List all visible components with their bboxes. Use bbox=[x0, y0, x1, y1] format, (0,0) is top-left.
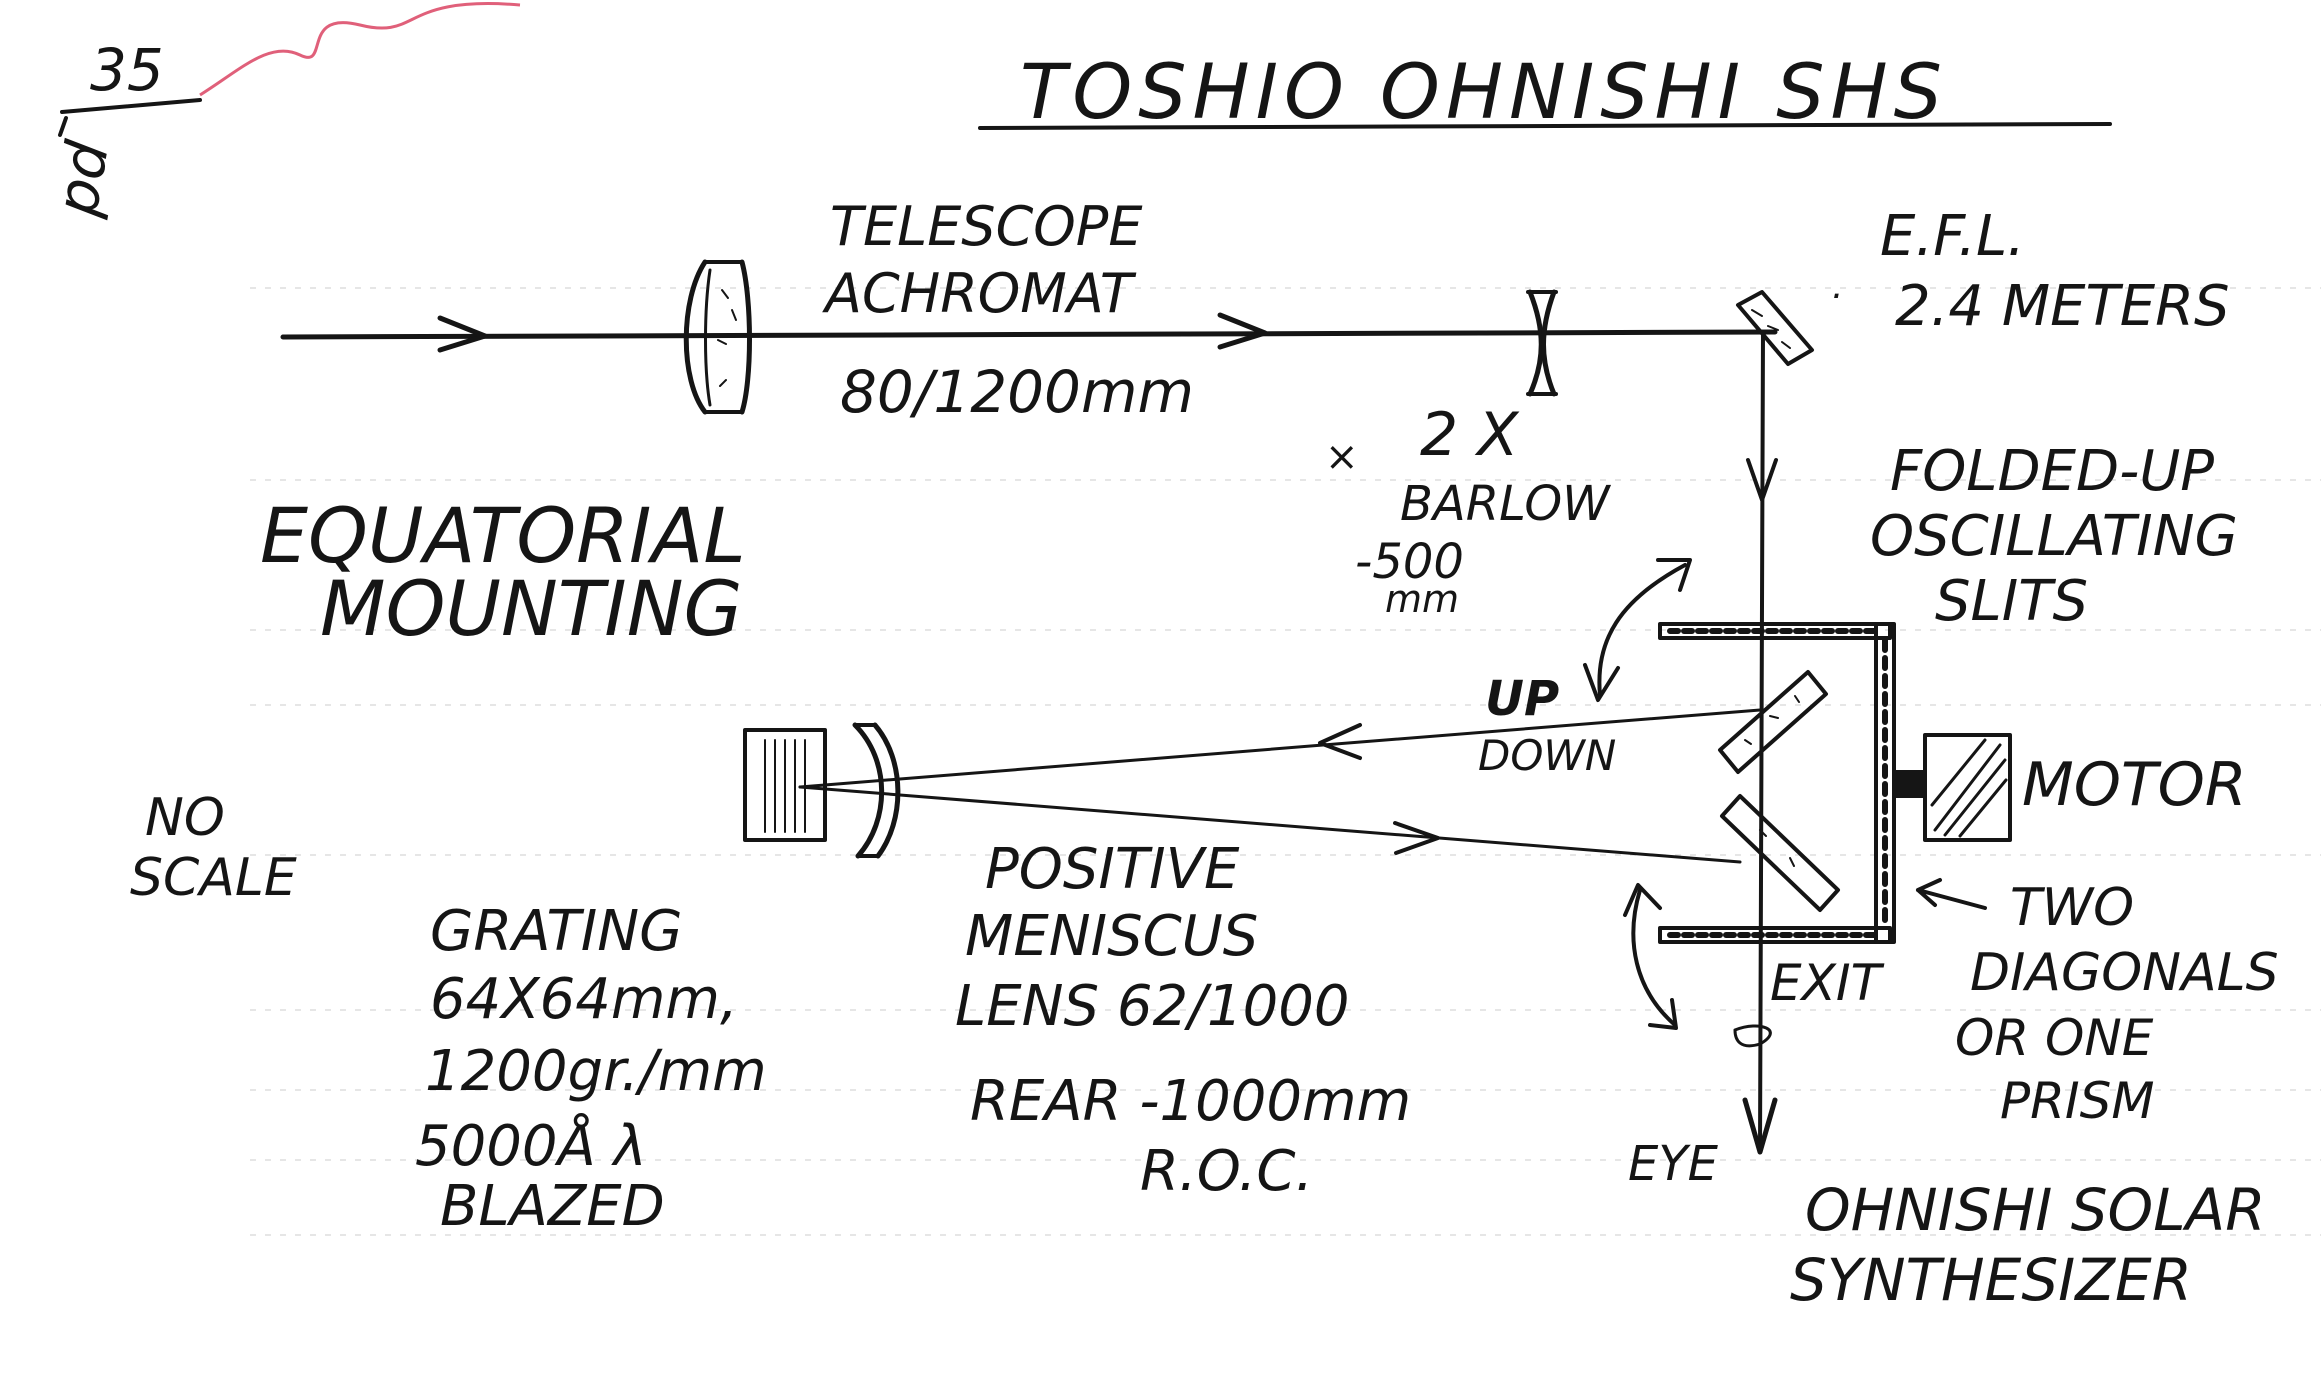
svg-text:GRATING: GRATING bbox=[430, 899, 683, 964]
barlow-lens-icon bbox=[1526, 289, 1558, 397]
svg-text:2 X: 2 X bbox=[1420, 400, 1520, 470]
svg-text:OHNISHI SOLAR: OHNISHI SOLAR bbox=[1805, 1176, 2266, 1244]
efl-label: E.F.L. 2.4 METERS bbox=[1880, 204, 2230, 339]
svg-text:EQUATORIAL: EQUATORIAL bbox=[260, 491, 746, 580]
achromat-lens-icon bbox=[683, 259, 752, 415]
svg-text:ACHROMAT: ACHROMAT bbox=[822, 262, 1137, 325]
diagonals-label: TWO DIAGONALS OR ONE PRISM bbox=[1955, 878, 2279, 1130]
svg-text:FOLDED-UP: FOLDED-UP bbox=[1890, 439, 2214, 504]
noscale-label: NO SCALE bbox=[130, 788, 297, 908]
diagonals-pointer bbox=[1916, 878, 1987, 910]
svg-text:LENS 62/1000: LENS 62/1000 bbox=[955, 974, 1349, 1039]
telescope-label: TELESCOPE ACHROMAT 80/1200mm bbox=[822, 195, 1194, 426]
main-optical-axis bbox=[280, 312, 1778, 353]
barlow-label: 2 X BARLOW -500 mm bbox=[1355, 400, 1611, 621]
svg-text:SLITS: SLITS bbox=[1935, 569, 2088, 634]
margin-letters: pd bbox=[42, 135, 122, 221]
margin-note: 35 pd bbox=[42, 2, 521, 222]
svg-text:E.F.L.: E.F.L. bbox=[1880, 204, 2025, 269]
svg-text:UP: UP bbox=[1485, 671, 1559, 727]
svg-text:PRISM: PRISM bbox=[2000, 1072, 2155, 1130]
updown-label: UP DOWN bbox=[1478, 671, 1616, 780]
mounting-label: EQUATORIAL MOUNTING bbox=[260, 491, 746, 653]
notebook-rules bbox=[250, 287, 2321, 1236]
svg-text:SYNTHESIZER: SYNTHESIZER bbox=[1790, 1246, 2192, 1314]
title-underline bbox=[978, 122, 2112, 130]
vertical-beam bbox=[1733, 330, 1778, 1155]
svg-text:POSITIVE: POSITIVE bbox=[985, 837, 1240, 902]
page-title: TOSHIO OHNISHI SHS bbox=[1020, 47, 1948, 136]
svg-text:MOUNTING: MOUNTING bbox=[320, 564, 742, 653]
svg-text:mm: mm bbox=[1385, 577, 1459, 621]
svg-text:BARLOW: BARLOW bbox=[1400, 476, 1611, 532]
fold-mirror-icon: · bbox=[1736, 276, 1841, 366]
meniscus-label: POSITIVE MENISCUS LENS 62/1000 REAR -100… bbox=[955, 837, 1411, 1204]
synthesizer-label: OHNISHI SOLAR SYNTHESIZER bbox=[1790, 1176, 2266, 1314]
slits-label: FOLDED-UP OSCILLATING SLITS bbox=[1870, 439, 2238, 634]
svg-text:TELESCOPE: TELESCOPE bbox=[830, 195, 1143, 258]
svg-text:SCALE: SCALE bbox=[130, 848, 297, 908]
margin-number: 35 bbox=[90, 36, 164, 104]
svg-text:MENISCUS: MENISCUS bbox=[965, 904, 1258, 969]
svg-text:DOWN: DOWN bbox=[1478, 731, 1616, 780]
motor-label: MOTOR bbox=[2022, 750, 2247, 820]
svg-text:OSCILLATING: OSCILLATING bbox=[1870, 504, 2238, 569]
svg-text:-500: -500 bbox=[1355, 534, 1464, 590]
exit-label: EXIT bbox=[1770, 954, 1885, 1012]
svg-text:·: · bbox=[1830, 276, 1841, 317]
svg-text:64X64mm,: 64X64mm, bbox=[430, 967, 738, 1032]
meniscus-lens-icon bbox=[852, 722, 901, 859]
svg-text:80/1200mm: 80/1200mm bbox=[840, 358, 1194, 426]
focal-mark: × bbox=[1325, 434, 1359, 480]
spectrograph-beams bbox=[798, 708, 1762, 864]
svg-text:OR ONE: OR ONE bbox=[1955, 1009, 2154, 1067]
slit-housing bbox=[1658, 622, 1896, 944]
oscillation-arrows bbox=[1583, 558, 1692, 1030]
svg-text:REAR -1000mm: REAR -1000mm bbox=[970, 1069, 1411, 1134]
grating-label: GRATING 64X64mm, 1200gr./mm 5000Å λ BLAZ… bbox=[415, 899, 767, 1239]
svg-text:2.4 METERS: 2.4 METERS bbox=[1895, 274, 2230, 339]
svg-text:5000Å λ: 5000Å λ bbox=[415, 1113, 647, 1179]
eye-label: EYE bbox=[1628, 1136, 1719, 1192]
svg-text:R.O.C.: R.O.C. bbox=[1140, 1139, 1313, 1204]
svg-text:BLAZED: BLAZED bbox=[440, 1174, 665, 1239]
svg-text:NO: NO bbox=[145, 788, 225, 848]
svg-text:DIAGONALS: DIAGONALS bbox=[1970, 943, 2279, 1003]
svg-text:1200gr./mm: 1200gr./mm bbox=[425, 1039, 767, 1104]
diagonal-mirrors-icon bbox=[1718, 670, 1840, 912]
svg-text:TWO: TWO bbox=[2010, 878, 2134, 938]
motor-icon bbox=[1894, 733, 2012, 842]
